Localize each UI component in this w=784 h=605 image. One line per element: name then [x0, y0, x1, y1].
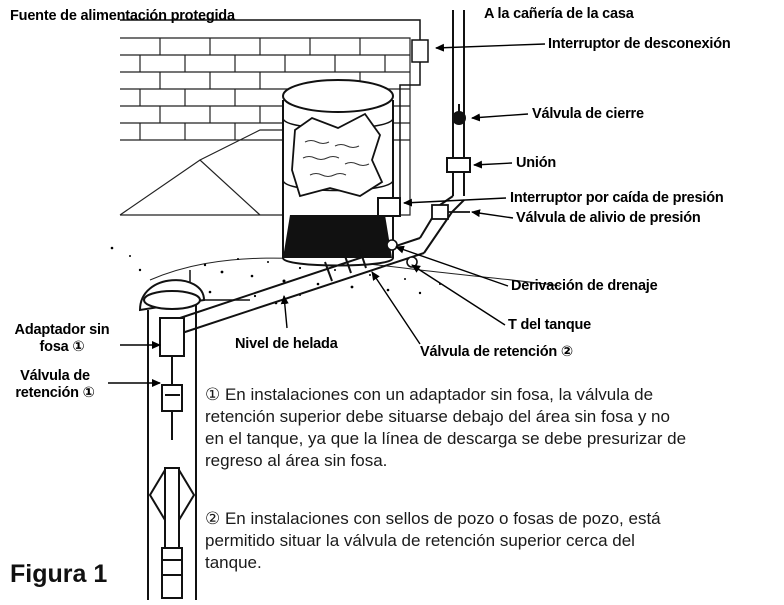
label-shutoff-valve: Válvula de cierre [532, 106, 644, 122]
note-2-line: ② En instalaciones con sellos de pozo o … [205, 509, 661, 528]
note-1: ① En instalaciones con un adaptador sin … [205, 384, 686, 472]
note-1-line: regreso al área sin fosa. [205, 451, 388, 470]
brick-wall [119, 37, 411, 216]
label-frost-level: Nivel de helada [235, 336, 338, 352]
label-pitless-adapter-line1: Adaptador sin [14, 322, 110, 338]
note-1-line: en el tanque, ya que la línea de descarg… [205, 429, 687, 448]
discharge-line [179, 237, 425, 334]
label-check-valve-2: Válvula de retención ② [420, 344, 573, 360]
pressure-switch-box [377, 197, 401, 217]
relief-valve [431, 204, 470, 220]
label-check-valve-1: Válvula de retención ① [2, 368, 108, 402]
label-check-valve-1-line2: retención ① [15, 385, 95, 401]
label-pressure-relief-valve: Válvula de alivio de presión [516, 210, 701, 226]
soil-floor [110, 246, 561, 305]
label-pitless-adapter-line2: fosa ① [39, 339, 85, 355]
leader-lines [108, 43, 546, 387]
note-1-line: retención superior debe situarse debajo … [205, 407, 670, 426]
note-2-line: tanque. [205, 553, 262, 572]
label-pressure-drop-switch: Interruptor por caída de presión [510, 190, 724, 206]
label-drain-tap: Derivación de drenaje [511, 278, 658, 294]
note-1-line: ① En instalaciones con un adaptador sin … [205, 385, 654, 404]
pressure-tank [282, 79, 394, 267]
label-to-house-piping: A la cañería de la casa [484, 6, 634, 22]
note-2: ② En instalaciones con sellos de pozo o … [205, 508, 661, 574]
riser-pipe [419, 10, 471, 254]
label-tank-tee: T del tanque [508, 317, 591, 333]
well-casing [138, 279, 206, 600]
conduit [120, 19, 429, 301]
label-power-supply: Fuente de alimentación protegida [10, 8, 235, 24]
label-check-valve-1-line1: Válvula de [20, 368, 90, 384]
label-pitless-adapter: Adaptador sin fosa ① [4, 322, 120, 356]
figure-label: Figura 1 [10, 560, 108, 588]
label-union: Unión [516, 155, 557, 171]
note-2-line: permitido situar la válvula de retención… [205, 531, 635, 550]
label-disconnect-switch: Interruptor de desconexión [548, 36, 731, 52]
